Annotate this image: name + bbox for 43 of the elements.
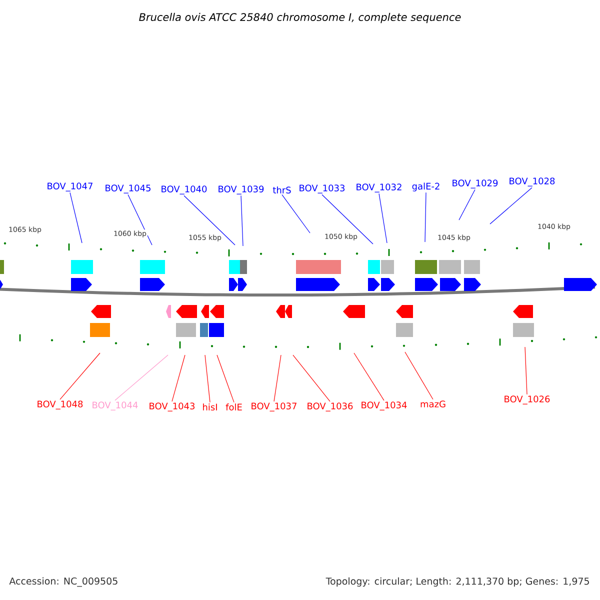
- gene-label: BOV_1036: [308, 402, 353, 412]
- gene-label: BOV_1037: [252, 402, 296, 412]
- footer-text: Topology: circular; Length: 2,111,370 bp; Genes: 1,975: [324, 576, 591, 588]
- gene-label: BOV_1040: [162, 186, 207, 194]
- leader-line: [458, 189, 476, 220]
- gene-label: BOV_1032: [356, 184, 402, 192]
- gene-label: BOV_1028: [510, 178, 555, 186]
- gene-label: thrS: [272, 186, 291, 194]
- leader-line: [274, 354, 282, 402]
- gene-label: BOV_1033: [300, 184, 345, 194]
- gene-label: BOV_1044: [92, 402, 138, 410]
- leader-line: [128, 194, 152, 246]
- leader-line: [404, 352, 434, 400]
- gene-label: folE: [226, 404, 242, 410]
- leader-line: [114, 354, 168, 401]
- gene-label: mazG: [420, 400, 446, 408]
- gene-label: BOV_1029: [452, 180, 498, 188]
- gene-label: hisI: [203, 404, 217, 410]
- leader-line: [354, 352, 384, 401]
- gene-label: BOV_1034: [362, 402, 407, 410]
- title: Brucella ovis ATCC 25840 chromosome I, complete sequence: [139, 12, 461, 24]
- leader-line: [60, 352, 100, 400]
- gene-label: BOV_1047: [48, 182, 92, 192]
- footer-text: Accession: NC_009505: [8, 576, 120, 588]
- gene-label: BOV_1043: [150, 402, 195, 412]
- leader-line: [282, 194, 310, 234]
- leader-line: [490, 187, 532, 224]
- gene-label: BOV_1039: [218, 186, 264, 194]
- gene-label: galE-2: [412, 182, 440, 192]
- leader-line: [292, 354, 330, 402]
- leader-line: [216, 354, 234, 403]
- leader-line: [378, 193, 388, 244]
- leader-line: [172, 354, 186, 402]
- leader-line: [524, 346, 528, 395]
- leader-line: [322, 194, 374, 244]
- gene-label: BOV_1048: [38, 400, 83, 410]
- gene-label: BOV_1045: [106, 184, 150, 194]
- leader-line: [184, 195, 236, 246]
- leader-line: [70, 192, 82, 244]
- gene-label: BOV_1026: [504, 396, 550, 404]
- leader-line: [204, 354, 210, 403]
- leader-line: [424, 192, 426, 242]
- leader-line: [240, 195, 244, 246]
